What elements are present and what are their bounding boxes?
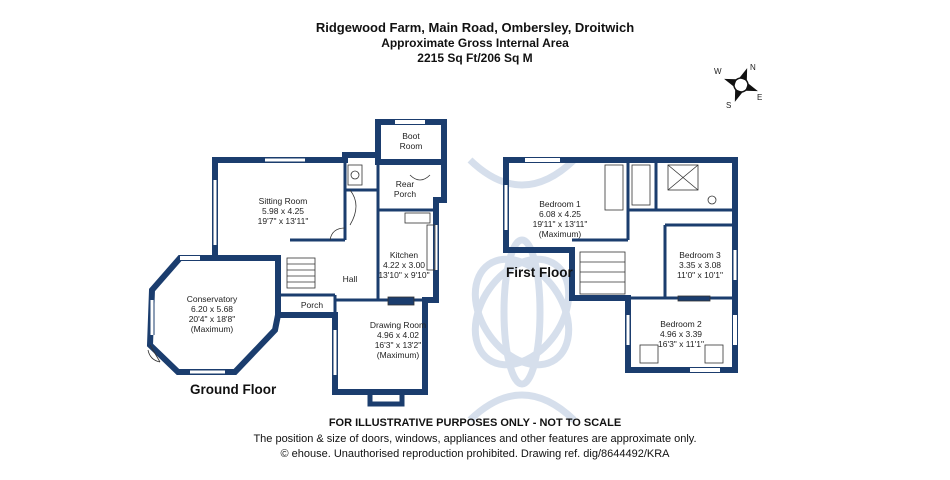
ground-floor-fixtures (286, 164, 436, 306)
compass-icon (724, 68, 758, 102)
svg-text:Boot: Boot (402, 131, 420, 141)
room-label-conservatory: Conservatory 6.20 x 5.68 20'4" x 18'8" (… (187, 294, 238, 334)
conservatory-doors (147, 344, 161, 363)
room-label-bedroom3: Bedroom 3 3.35 x 3.08 11'0" x 10'1" (677, 250, 723, 280)
footer-disclaimer: FOR ILLUSTRATIVE PURPOSES ONLY - NOT TO … (328, 417, 622, 429)
svg-text:(Maximum): (Maximum) (377, 350, 420, 360)
footer-copyright: © ehouse. Unauthorised reproduction proh… (280, 448, 670, 460)
svg-text:13'10" x 9'10": 13'10" x 9'10" (378, 270, 429, 280)
ground-floor-window-frames (149, 157, 439, 375)
svg-text:6.08 x 4.25: 6.08 x 4.25 (539, 209, 581, 219)
svg-text:Bedroom 2: Bedroom 2 (660, 319, 702, 329)
svg-text:5.98 x 4.25: 5.98 x 4.25 (262, 206, 304, 216)
area-value: 2215 Sq Ft/206 Sq M (417, 51, 533, 65)
svg-text:Porch: Porch (394, 189, 416, 199)
ground-floor-windows (150, 120, 438, 375)
first-floor-windows (504, 158, 737, 372)
svg-text:4.96 x 3.39: 4.96 x 3.39 (660, 329, 702, 339)
plan-title: Ridgewood Farm, Main Road, Ombersley, Dr… (315, 20, 635, 35)
room-label-kitchen: Kitchen 4.22 x 3.00 13'10" x 9'10" (378, 250, 429, 280)
svg-text:(Maximum): (Maximum) (539, 229, 582, 239)
ground-floor-label: Ground Floor (190, 382, 277, 397)
svg-text:Drawing Room: Drawing Room (370, 320, 426, 330)
svg-text:Sitting Room: Sitting Room (259, 196, 308, 206)
first-floor-fixtures (579, 164, 724, 364)
compass-w: W (714, 67, 722, 76)
svg-text:6.20 x 5.68: 6.20 x 5.68 (191, 304, 233, 314)
ground-floor-internal-walls (278, 160, 436, 315)
room-label-bedroom2: Bedroom 2 4.96 x 3.39 16'3" x 11'1" (658, 319, 704, 349)
first-floor-internal-walls (572, 160, 735, 300)
svg-text:Rear: Rear (396, 179, 415, 189)
svg-text:19'11" x 13'11": 19'11" x 13'11" (533, 219, 588, 229)
footer-note: The position & size of doors, windows, a… (253, 433, 697, 445)
watermark-logo (467, 157, 577, 423)
room-label-drawing-room: Drawing Room 4.96 x 4.02 16'3" x 13'2" (… (370, 320, 426, 360)
svg-text:Bedroom 3: Bedroom 3 (679, 250, 721, 260)
svg-text:16'3" x 11'1": 16'3" x 11'1" (658, 339, 704, 349)
svg-text:4.96 x 4.02: 4.96 x 4.02 (377, 330, 419, 340)
compass-s: S (726, 101, 731, 110)
svg-text:Kitchen: Kitchen (390, 250, 419, 260)
area-label: Approximate Gross Internal Area (381, 36, 569, 50)
svg-text:20'4" x 18'8": 20'4" x 18'8" (189, 314, 236, 324)
room-label-sitting-room: Sitting Room 5.98 x 4.25 19'7" x 13'11" (258, 196, 309, 226)
compass-n: N (750, 63, 756, 72)
svg-text:4.22 x 3.00: 4.22 x 3.00 (383, 260, 425, 270)
room-label-boot-room: Boot Room (400, 131, 423, 151)
first-floor-window-frames (503, 185, 738, 345)
svg-text:19'7" x 13'11": 19'7" x 13'11" (258, 216, 309, 226)
room-label-hall: Hall (343, 274, 358, 284)
first-floor-label: First Floor (506, 265, 573, 280)
svg-text:(Maximum): (Maximum) (191, 324, 234, 334)
room-label-bedroom1: Bedroom 1 6.08 x 4.25 19'11" x 13'11" (M… (533, 199, 588, 239)
svg-text:11'0" x 10'1": 11'0" x 10'1" (677, 270, 723, 280)
bay-window (367, 392, 405, 407)
svg-text:16'3" x 13'2": 16'3" x 13'2" (375, 340, 422, 350)
compass-e: E (757, 93, 762, 102)
svg-text:Bedroom 1: Bedroom 1 (539, 199, 581, 209)
svg-text:Room: Room (400, 141, 423, 151)
svg-text:Conservatory: Conservatory (187, 294, 238, 304)
room-label-rear-porch: Rear Porch (394, 179, 416, 199)
svg-text:3.35 x 3.08: 3.35 x 3.08 (679, 260, 721, 270)
room-label-porch: Porch (301, 300, 323, 310)
